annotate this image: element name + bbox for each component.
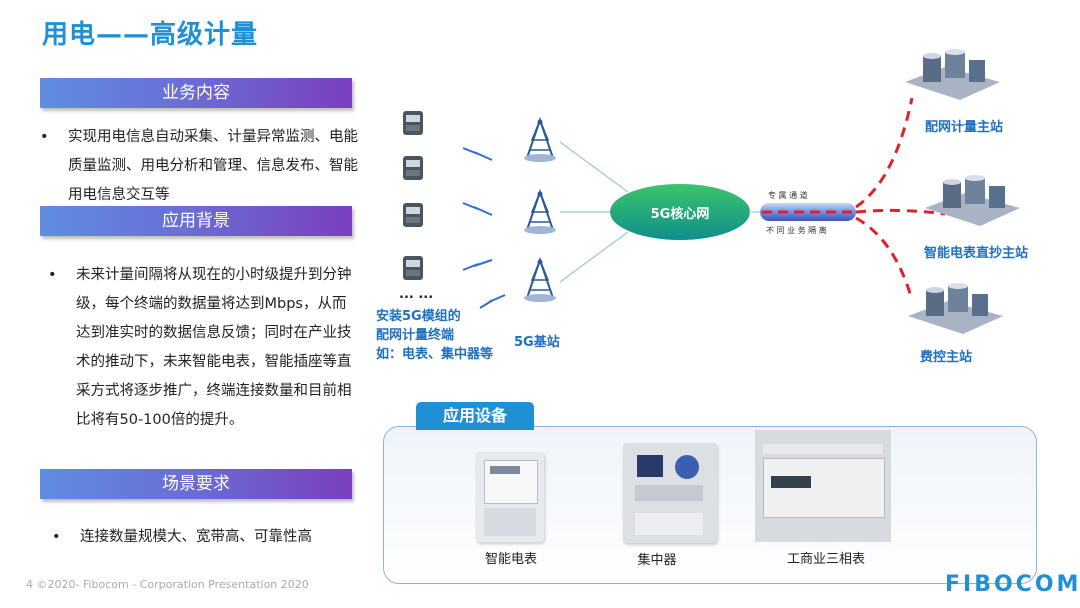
meter-icon [403, 203, 423, 227]
tower-icon [524, 188, 556, 234]
section-text-background: •未来计量间隔将从现在的小时级提升到分钟级，每个终端的数据量将达到Mbps，从而… [48, 267, 352, 428]
concentrator-image [623, 443, 717, 543]
backhaul-links [559, 141, 629, 283]
wireless-signal-icons [462, 147, 506, 309]
section-heading-requirements: 场景要求 [40, 469, 352, 499]
section-text-business: •实现用电信息自动采集、计量异常监测、电能质量监测、用电分析和管理、信息发布、智… [40, 129, 358, 203]
core-network-node [610, 184, 750, 240]
equipment-heading: 应用设备 [416, 402, 534, 430]
more-terminals-ellipsis: ... ... [399, 287, 434, 302]
meter-icon [403, 256, 423, 280]
tunnel-top-label: 专 属 通 道 [768, 191, 808, 200]
meter-icon [403, 111, 423, 135]
section-heading-business: 业务内容 [40, 78, 352, 108]
bullet-text: 未来计量间隔将从现在的小时级提升到分钟级，每个终端的数据量将达到Mbps，从而达… [76, 267, 352, 428]
footer-text: 4 ©2020- Fibocom - Corporation Presentat… [26, 578, 309, 591]
device-label-concentrator: 集中器 [637, 553, 677, 568]
base-station-label: 5G基站 [514, 335, 560, 350]
bullet-text: 实现用电信息自动采集、计量异常监测、电能质量监测、用电分析和管理、信息发布、智能… [68, 129, 358, 203]
terminal-label: 安装5G模组的 配网计量终端 如：电表、集中器等 [376, 309, 494, 362]
tunnel-bottom-label: 不 同 业 务 隔 离 [766, 226, 827, 235]
meter-icon [403, 156, 423, 180]
station-label-direct-read: 智能电表直抄主站 [924, 246, 1029, 261]
server-station-icon [908, 283, 1003, 334]
core-network-label: 5G核心网 [650, 207, 710, 222]
dedicated-tunnel [760, 203, 856, 221]
station-links [855, 97, 946, 301]
device-label-smart-meter: 智能电表 [484, 552, 537, 567]
smart-meter-image [476, 452, 544, 542]
tower-icon [524, 116, 556, 162]
company-logo: FIBOCOM [945, 572, 1080, 597]
page-title: 用电——高级计量 [42, 20, 259, 50]
server-station-icon [925, 175, 1020, 226]
bullet-text: 连接数量规模大、宽带高、可靠性高 [80, 529, 312, 545]
station-label-cost-control: 费控主站 [920, 350, 973, 365]
station-label-distribution: 配网计量主站 [925, 120, 1004, 135]
tower-icon [524, 256, 556, 302]
device-label-three-phase-meter: 工商业三相表 [786, 552, 865, 567]
section-heading-background: 应用背景 [40, 206, 352, 236]
server-station-icon [905, 49, 1000, 100]
section-text-requirements: •连接数量规模大、宽带高、可靠性高 [52, 529, 312, 545]
three-phase-meter-image [755, 430, 891, 542]
